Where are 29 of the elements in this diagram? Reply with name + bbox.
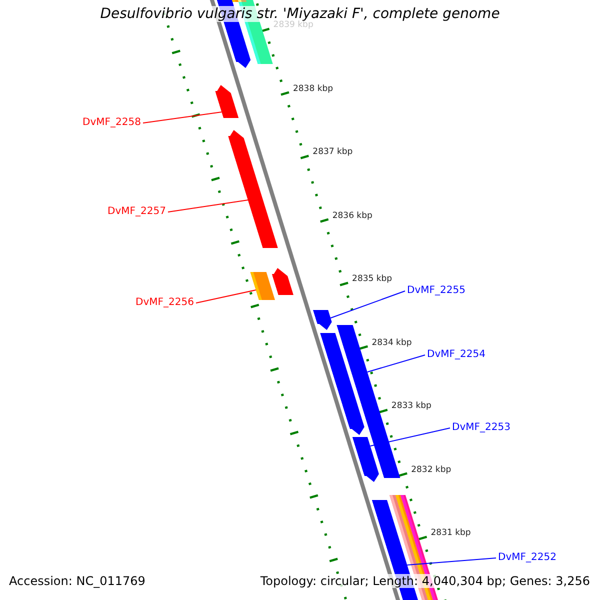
scale-label: 2836 kbp (332, 210, 372, 220)
scale-label: 2833 kbp (391, 401, 432, 411)
scale-label: 2831 kbp (430, 528, 471, 538)
gene-feature (215, 85, 239, 118)
gene-feature (352, 437, 379, 482)
gene-label: DvMF_2258 (82, 117, 141, 129)
genome-info-text: Topology: circular; Length: 4,040,304 bp; Genes: 3,256 (260, 574, 590, 588)
gene-label: DvMF_2255 (407, 285, 466, 297)
gene-label: DvMF_2257 (108, 206, 166, 218)
gene-feature (250, 272, 275, 300)
leader-line (168, 200, 248, 212)
leader-line (370, 428, 450, 446)
scale-label: 2834 kbp (372, 338, 412, 348)
scale-label: 2837 kbp (312, 147, 353, 157)
gene-label: DvMF_2256 (136, 297, 194, 309)
accession-text: Accession: NC_011769 (9, 574, 146, 588)
gene-label: DvMF_2254 (427, 349, 486, 361)
scale-label: 2835 kbp (352, 274, 392, 284)
gene-feature (228, 130, 278, 248)
scale-label: 2838 kbp (292, 84, 334, 94)
gene-label: DvMF_2252 (498, 552, 556, 564)
gene-label: DvMF_2253 (452, 422, 510, 434)
gene-feature (313, 310, 332, 330)
leader-line (330, 290, 406, 318)
leader-line (142, 112, 222, 124)
leader-line (366, 354, 426, 372)
leader-line (406, 558, 496, 566)
leader-line (196, 290, 256, 304)
scale-label: 2832 kbp (411, 464, 452, 474)
